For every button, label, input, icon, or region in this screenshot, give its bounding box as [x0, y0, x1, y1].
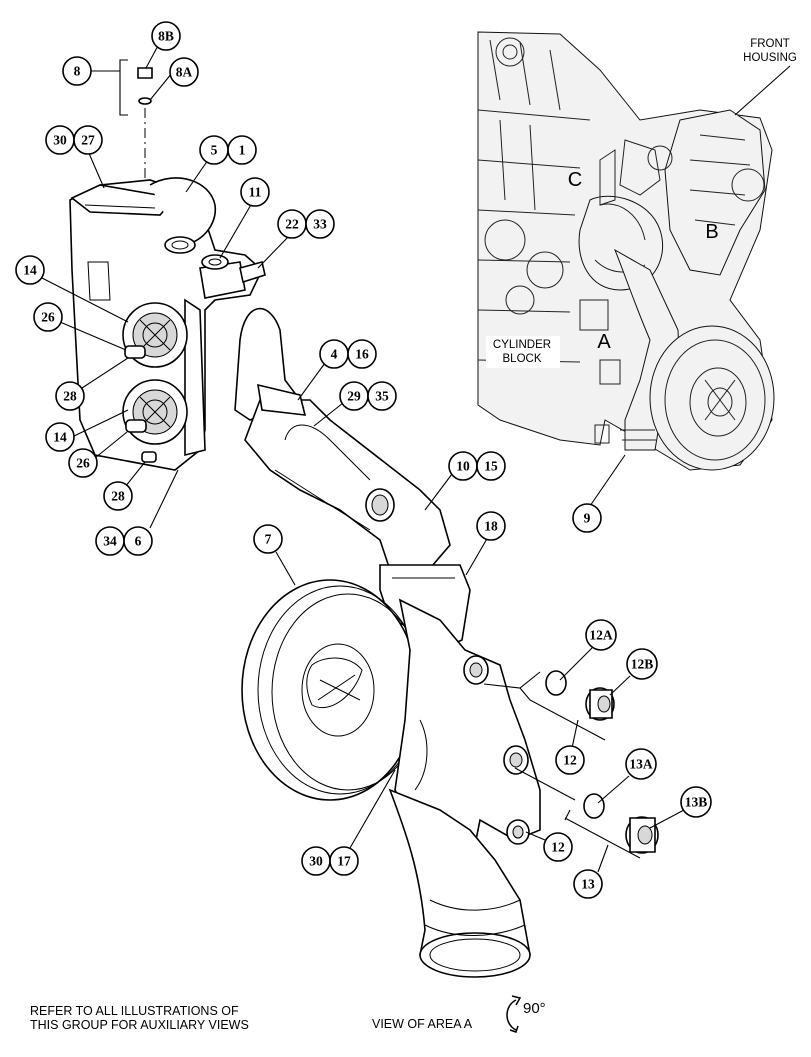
callout-18: 18	[476, 511, 506, 541]
svg-text:4: 4	[331, 347, 338, 362]
svg-text:1: 1	[239, 143, 246, 158]
water-pump	[241, 579, 541, 978]
thermostat-housing	[69, 67, 266, 471]
svg-text:26: 26	[41, 310, 55, 325]
svg-text:7: 7	[265, 532, 272, 547]
svg-text:14: 14	[53, 430, 67, 445]
callout-11: 11	[240, 177, 270, 207]
callout-30-b: 30	[301, 846, 331, 876]
rotate-arrow-icon	[506, 995, 522, 1033]
cylinder-block-label-2: BLOCK	[503, 353, 542, 365]
svg-text:28: 28	[111, 489, 125, 504]
callout-16: 16	[347, 339, 377, 369]
svg-text:13: 13	[581, 877, 595, 892]
callout-26-b: 26	[68, 448, 98, 478]
callout-12-b: 12	[543, 832, 573, 862]
callout-22: 22	[277, 209, 307, 239]
auxiliary-views-note: REFER TO ALL ILLUSTRATIONS OF THIS GROUP…	[30, 1004, 249, 1032]
svg-text:29: 29	[347, 389, 361, 404]
callout-26-a: 26	[33, 302, 63, 332]
area-label-a: A	[597, 331, 611, 353]
svg-text:12: 12	[551, 840, 565, 855]
svg-text:34: 34	[103, 534, 117, 549]
svg-text:22: 22	[285, 217, 299, 232]
callout-28-a: 28	[55, 381, 85, 411]
callout-9: 9	[572, 503, 602, 533]
callout-14-b: 14	[45, 422, 75, 452]
engine-inset: C B A FRONT HOUSING CYLINDER BLOCK	[477, 31, 797, 471]
svg-text:14: 14	[23, 263, 37, 278]
svg-text:5: 5	[211, 143, 218, 158]
area-label-c: C	[568, 169, 582, 191]
plugs-and-o-rings	[483, 670, 659, 859]
callouts: 8 8B 8A 30 27 5 1 11 22 33 14 26 28 14 2…	[15, 21, 712, 899]
callout-5: 5	[199, 135, 229, 165]
svg-text:8B: 8B	[158, 29, 174, 44]
callout-14-a: 14	[15, 255, 45, 285]
auxiliary-views-note-line1: REFER TO ALL ILLUSTRATIONS OF	[30, 1004, 239, 1018]
callout-12a: 12A	[585, 619, 617, 651]
callout-6: 6	[123, 526, 153, 556]
view-area-label: VIEW OF AREA A	[372, 1017, 473, 1031]
svg-text:15: 15	[484, 459, 498, 474]
svg-text:33: 33	[313, 217, 327, 232]
callout-12-a: 12	[555, 745, 585, 775]
svg-text:30: 30	[53, 133, 67, 148]
front-housing-label-1: FRONT	[750, 38, 790, 50]
svg-text:18: 18	[484, 519, 498, 534]
svg-text:28: 28	[63, 389, 77, 404]
svg-text:8: 8	[74, 64, 81, 79]
leader-lines	[41, 41, 685, 873]
callout-8b: 8B	[151, 21, 181, 51]
callout-33: 33	[305, 209, 335, 239]
callout-28-b: 28	[103, 481, 133, 511]
svg-text:12A: 12A	[589, 628, 613, 643]
svg-text:27: 27	[81, 133, 95, 148]
callout-12b: 12B	[626, 648, 658, 680]
callout-1: 1	[227, 135, 257, 165]
callout-34: 34	[95, 526, 125, 556]
callout-29: 29	[339, 381, 369, 411]
svg-text:10: 10	[456, 459, 470, 474]
callout-10: 10	[448, 451, 478, 481]
rotation-label: 90°	[523, 1000, 546, 1017]
svg-text:30: 30	[309, 854, 323, 869]
svg-text:9: 9	[584, 511, 591, 526]
callout-13b: 13B	[680, 786, 712, 818]
svg-text:17: 17	[337, 854, 351, 869]
callout-15: 15	[476, 451, 506, 481]
front-housing-label-2: HOUSING	[743, 52, 797, 64]
callout-13a: 13A	[625, 748, 657, 780]
callout-7: 7	[253, 524, 283, 554]
svg-text:13A: 13A	[629, 757, 653, 772]
auxiliary-views-note-line2: THIS GROUP FOR AUXILIARY VIEWS	[30, 1018, 249, 1032]
svg-text:16: 16	[355, 347, 369, 362]
callout-13: 13	[573, 869, 603, 899]
callout-17: 17	[329, 846, 359, 876]
callout-30-a: 30	[45, 125, 75, 155]
cylinder-block-label-1: CYLINDER	[493, 339, 551, 351]
svg-text:11: 11	[249, 185, 262, 200]
svg-text:35: 35	[375, 389, 389, 404]
svg-text:12: 12	[563, 753, 577, 768]
callout-35: 35	[367, 381, 397, 411]
svg-text:13B: 13B	[685, 795, 708, 810]
callout-8a: 8A	[169, 57, 199, 87]
svg-text:12B: 12B	[631, 657, 654, 672]
callout-27: 27	[73, 125, 103, 155]
svg-text:26: 26	[76, 456, 90, 471]
callout-8: 8	[62, 56, 92, 86]
svg-text:8A: 8A	[176, 65, 193, 80]
area-label-b: B	[705, 221, 718, 243]
callout-4: 4	[319, 339, 349, 369]
svg-text:6: 6	[135, 534, 142, 549]
